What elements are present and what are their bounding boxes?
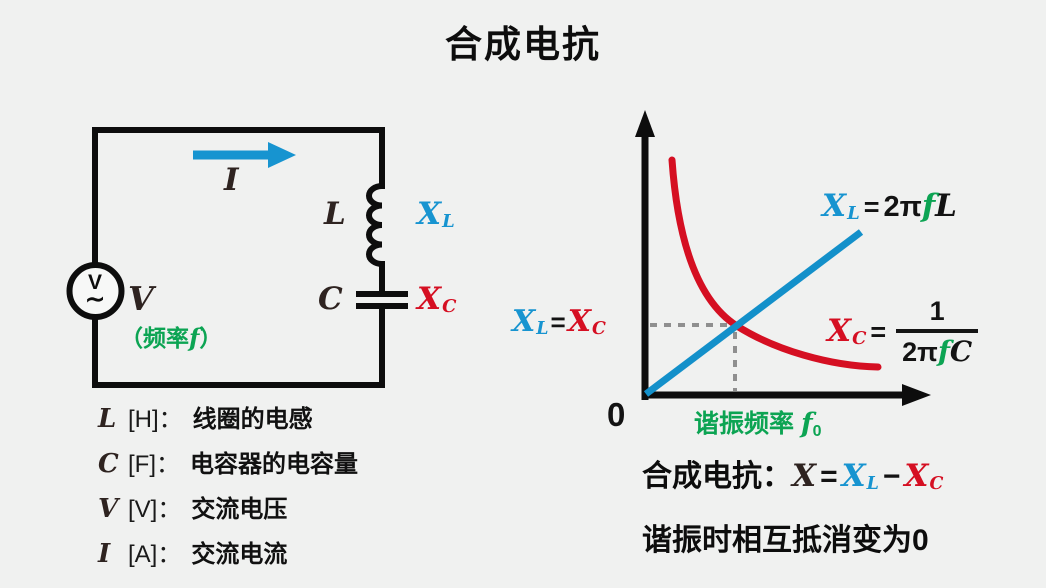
summary-label: 合成电抗：	[642, 460, 792, 493]
legend-symbol: L	[98, 404, 117, 434]
legend-item-I: I [A]： 交流电流	[98, 541, 358, 567]
page-title: 合成电抗	[445, 24, 601, 65]
summary-xc: X	[904, 458, 929, 494]
xc-eq-x: XC	[827, 312, 867, 350]
legend-desc: 交流电流	[191, 541, 288, 568]
equality-xc-sub: C	[591, 319, 606, 340]
ac-source-v-glyph: V	[88, 271, 103, 294]
legend-unit: [F]：	[128, 451, 180, 478]
source-frequency-note: （频率f）	[120, 326, 222, 350]
xl-eq-x: X	[822, 188, 847, 224]
xc-eq-x-sub: C	[852, 328, 867, 350]
x-axis	[642, 384, 931, 406]
resonance-equality-label: XL=XC	[512, 307, 606, 339]
legend-list: L [H]： 线圈的电感 C [F]： 电容器的电容量 V [V]： 交流电压 …	[98, 406, 358, 567]
xc-eq-equals: =	[870, 316, 887, 347]
inductor-coil-icon	[366, 183, 385, 267]
current-arrow-icon	[193, 142, 296, 168]
capacitor-plates-icon	[356, 291, 408, 309]
legend-desc: 电容器的电容量	[190, 451, 358, 478]
combined-reactance-formula: 合成电抗：X=XL−XC	[642, 461, 943, 494]
x-axis-label-sub: 0	[812, 423, 822, 440]
origin-label: 0	[607, 396, 626, 433]
source-voltage-label: V	[128, 279, 154, 318]
summary-equals: =	[820, 460, 838, 493]
xc-eq-denominator: 2πfC	[896, 329, 979, 368]
summary-xl: X	[841, 458, 866, 494]
freq-note-post: ）	[199, 325, 223, 351]
summary-x: X	[792, 458, 817, 494]
xc-eq-fraction: 1 2πfC	[896, 296, 979, 368]
current-label: I	[224, 162, 239, 198]
legend-item-C: C [F]： 电容器的电容量	[98, 451, 358, 477]
legend-item-L: L [H]： 线圈的电感	[98, 406, 358, 432]
legend-symbol: I	[98, 539, 111, 569]
xc-eq-den-C: C	[949, 335, 973, 368]
xc-eq-den-f: f	[937, 335, 950, 368]
legend-desc: 线圈的电感	[192, 406, 313, 433]
legend-desc: 交流电压	[191, 496, 288, 523]
legend-unit: [H]：	[128, 406, 183, 433]
equality-equals: =	[550, 307, 566, 337]
xl-eq-coef: 2π	[883, 191, 922, 223]
xl-eq-sub: L	[847, 203, 860, 225]
x-axis-label-text: 谐振频率	[694, 410, 801, 438]
legend-item-V: V [V]： 交流电压	[98, 496, 358, 522]
xc-eq-den-coef: 2π	[902, 337, 938, 367]
y-axis	[635, 110, 655, 400]
xl-eq-L: L	[935, 188, 957, 224]
xc-equation: XC = 1 2πfC	[827, 294, 979, 370]
xc-eq-numerator: 1	[929, 296, 945, 326]
xl-equation: XL=2πfL	[822, 190, 957, 223]
xl-sub: L	[442, 211, 455, 233]
ac-source-wave-glyph: ∼	[85, 286, 106, 313]
xl-eq-f: f	[921, 188, 936, 224]
equality-xc: X	[567, 304, 591, 339]
xc-base: X	[417, 281, 442, 317]
x-axis-label-f: f	[800, 408, 813, 439]
summary-minus: −	[882, 460, 901, 493]
freq-note-pre: （频率	[120, 325, 189, 351]
capacitor-label: C	[318, 281, 343, 317]
inductor-reactance-label: XL	[417, 199, 455, 231]
x-axis-label: 谐振频率 f0	[694, 410, 821, 440]
legend-unit: [A]：	[128, 541, 182, 568]
legend-unit: [V]：	[128, 496, 182, 523]
legend-symbol: C	[98, 449, 119, 479]
equality-xl: X	[512, 304, 536, 339]
freq-note-f: f	[189, 323, 200, 352]
equality-xl-sub: L	[536, 319, 549, 340]
summary-xc-sub: C	[929, 474, 944, 495]
resonance-note: 谐振时相互抵消变为0	[642, 524, 929, 557]
legend-symbol: V	[98, 494, 119, 524]
xl-eq-equals: =	[863, 192, 880, 222]
xl-base: X	[417, 196, 442, 232]
xc-eq-x-base: X	[827, 312, 852, 349]
inductor-label: L	[324, 196, 346, 232]
summary-xl-sub: L	[866, 474, 879, 495]
xc-sub: C	[442, 296, 457, 318]
capacitor-reactance-label: XC	[417, 284, 456, 316]
dashed-guides	[650, 323, 737, 391]
